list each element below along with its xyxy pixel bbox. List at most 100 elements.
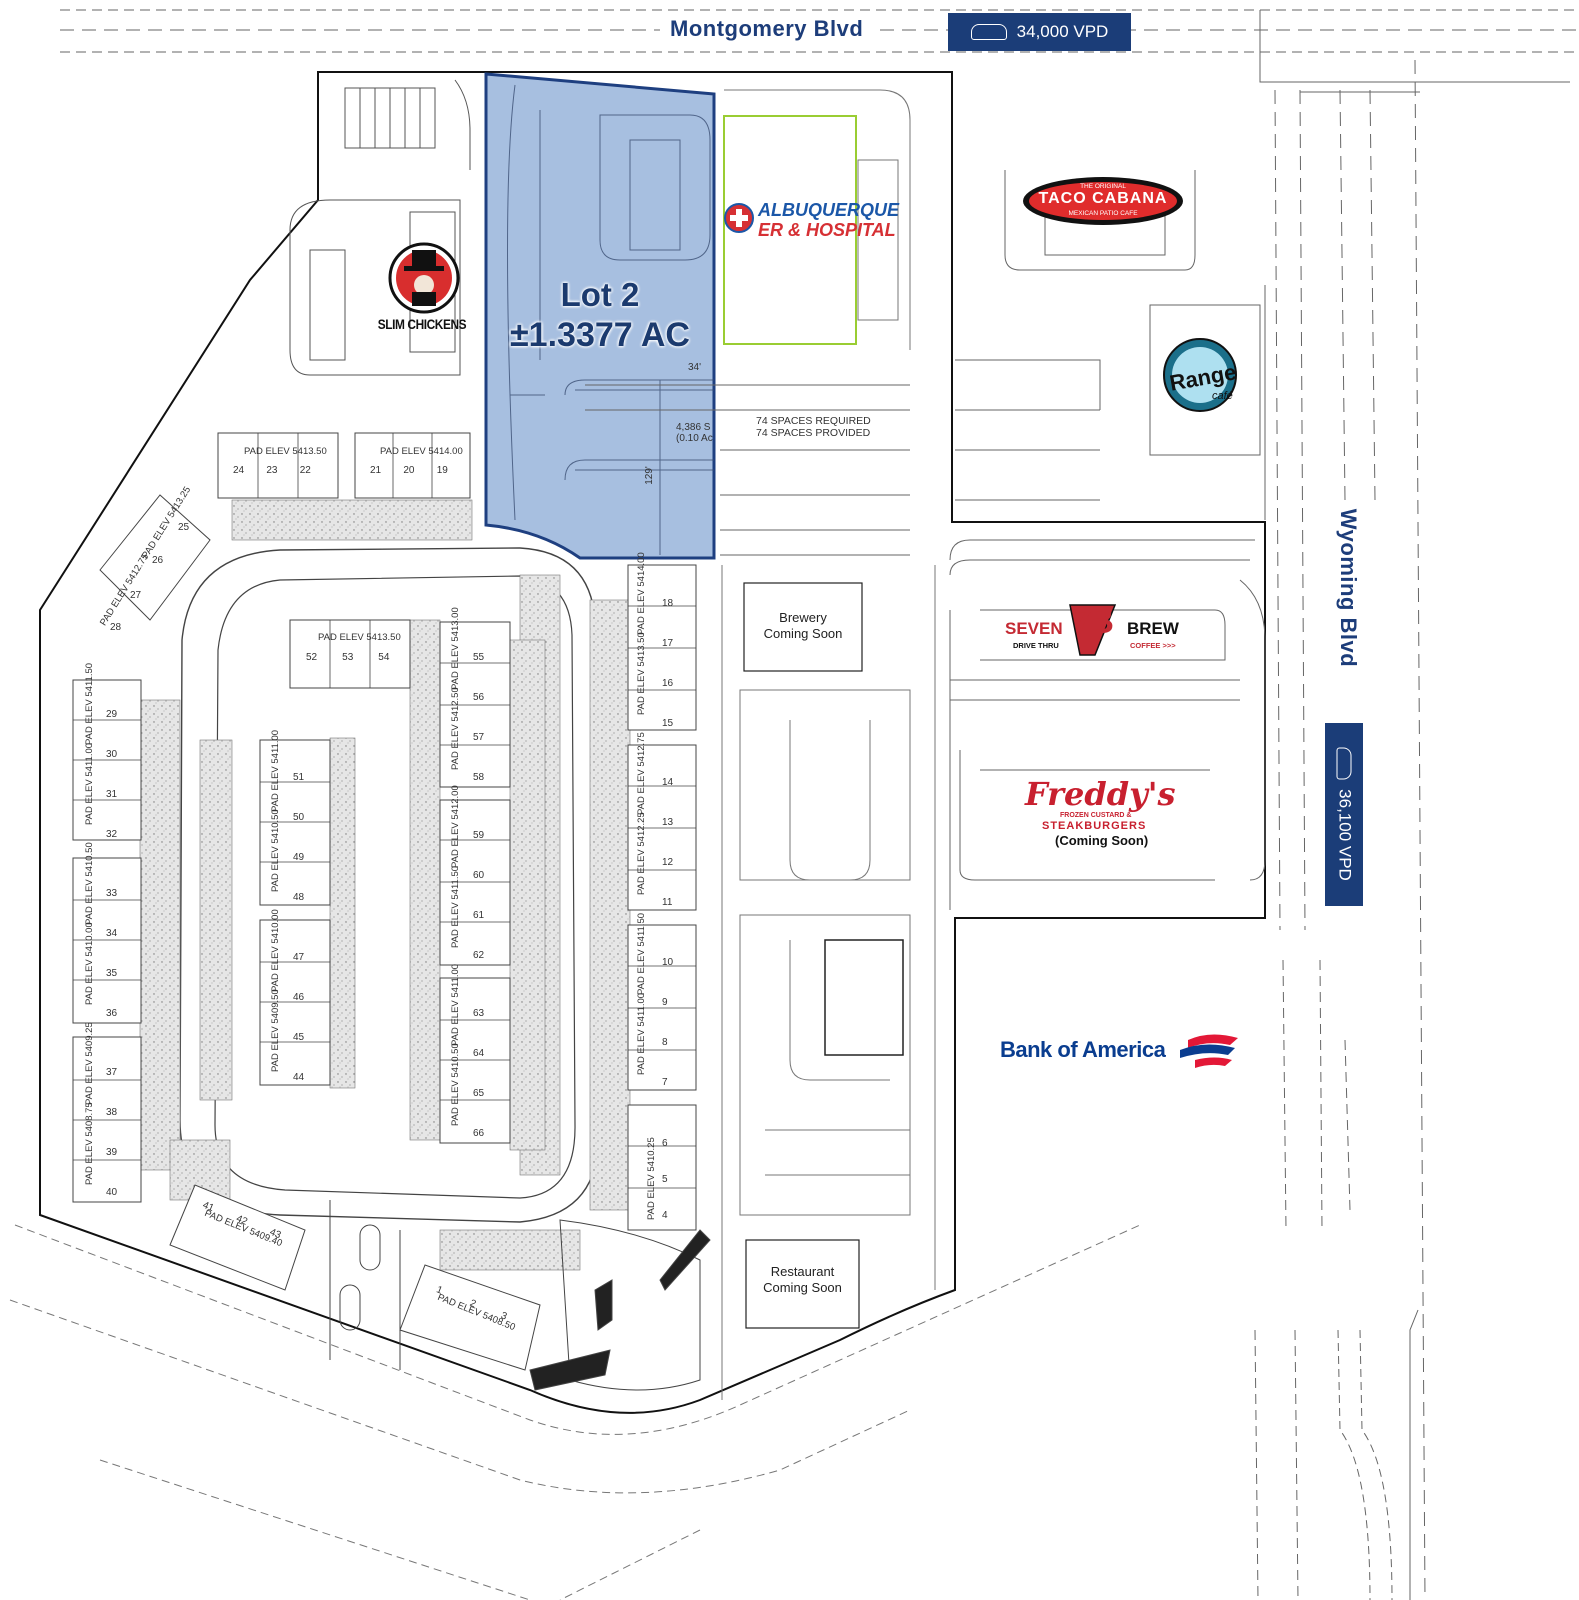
- freddys-label: Freddy's: [1025, 775, 1176, 813]
- pad-elev-61: PAD ELEV 5411.50: [450, 865, 461, 948]
- pad-numbers-21: 21 20 19: [370, 465, 448, 476]
- wyoming-vpd: 36,100 VPD: [1335, 789, 1355, 881]
- taco-cabana-label: TACO CABANA: [1038, 190, 1168, 207]
- pad-elev-49: PAD ELEV 5410.50: [270, 809, 281, 892]
- pad-elev-65: PAD ELEV 5410.50: [450, 1043, 461, 1126]
- er-name-line1: ALBUQUERQUE: [758, 200, 900, 220]
- ring-road: [179, 547, 599, 1223]
- pad-elev-5: PAD ELEV 5410.25: [646, 1137, 657, 1220]
- brewery-building: [743, 582, 863, 672]
- montgomery-traffic-badge: 34,000 VPD: [948, 13, 1131, 51]
- pad-elev-45: PAD ELEV 5409.50: [270, 989, 281, 1072]
- south-entry: [329, 1200, 711, 1391]
- slim-chickens-parcel: [289, 79, 471, 376]
- bank-of-america-label: Bank of America: [1000, 1037, 1166, 1062]
- restaurant-building: [745, 1239, 860, 1329]
- range-cafe-logo: [1163, 338, 1237, 412]
- townhome-pads: [72, 432, 697, 1371]
- brewery-label-1: Brewery: [779, 610, 827, 625]
- pad-elev-15: PAD ELEV 5413.50: [636, 632, 647, 715]
- pad-elev-37: PAD ELEV 5409.25: [84, 1022, 95, 1105]
- pad-elev-39: PAD ELEV 5408.75: [84, 1102, 95, 1185]
- pad-elev-7: PAD ELEV 5411.00: [636, 992, 647, 1075]
- pad-elev-59: PAD ELEV 5412.00: [450, 785, 461, 868]
- montgomery-blvd-label: Montgomery Blvd: [670, 16, 864, 41]
- seven-brew-left: SEVEN: [1005, 619, 1063, 638]
- seven-brew-coffee: COFFEE >>>: [1130, 641, 1176, 650]
- pad-elev-33: PAD ELEV 5410.50: [84, 842, 95, 925]
- parking-stalls-middle: [585, 384, 910, 556]
- lot-2-linework: [507, 84, 714, 555]
- er-cross-icon: [724, 203, 754, 233]
- pad-elev-13: PAD ELEV 5412.75: [636, 732, 647, 815]
- range-cafe-sub: café: [1212, 390, 1233, 402]
- taco-cabana-top: THE ORIGINAL: [1080, 183, 1126, 190]
- pad-elev-35: PAD ELEV 5410.00: [84, 922, 95, 1005]
- restaurant-label-1: Restaurant: [770, 1264, 835, 1279]
- south-road-lines: [9, 1224, 1141, 1600]
- middle-parking: [721, 565, 936, 1400]
- car-icon: [970, 24, 1007, 40]
- parking-provided: 74 SPACES PROVIDED: [756, 427, 871, 439]
- drive-thru-lanes: [949, 539, 1266, 910]
- pad-elev-29: PAD ELEV 5411.50: [84, 662, 95, 745]
- unit-numbers-28: 28: [110, 622, 122, 633]
- property-boundary: [39, 71, 1266, 1414]
- brewery-label-2: Coming Soon: [763, 626, 843, 641]
- pad-elev-11: PAD ELEV 5412.25: [636, 812, 647, 895]
- lot-dim-side: 129': [643, 466, 655, 485]
- pad-elev-21: PAD ELEV 5414.00: [380, 446, 463, 457]
- pad-elev-63: PAD ELEV 5411.00: [450, 963, 461, 1046]
- pad-elev-9: PAD ELEV 5411.50: [636, 912, 647, 995]
- pad-elev-55: PAD ELEV 5413.00: [450, 607, 461, 690]
- freddys-sub1: FROZEN CUSTARD &: [1060, 812, 1132, 819]
- unit-numbers-25: 25: [178, 522, 190, 533]
- seven-brew-num: 7B: [1072, 600, 1114, 641]
- unit-numbers-26: 26: [152, 555, 164, 566]
- pad-acres: (0.10 Ac: [676, 433, 713, 444]
- pad-area: 4,386 S: [676, 422, 711, 433]
- freddys-sub2: STEAKBURGERS: [1042, 820, 1147, 832]
- pad-elev-51: PAD ELEV 5411.00: [270, 729, 281, 812]
- lot-2-highlight: [484, 72, 716, 560]
- pad-elev-57: PAD ELEV 5412.50: [450, 687, 461, 770]
- slim-chickens-label: SLIM CHICKENS: [377, 316, 467, 332]
- landscape-strips: [139, 499, 631, 1271]
- car-icon: [1337, 747, 1352, 780]
- slim-chickens-logo: [388, 242, 460, 314]
- seven-brew-right: BREW: [1127, 619, 1179, 638]
- bank-of-america-flag-icon: [1180, 1034, 1238, 1068]
- taco-cabana-sub: MEXICAN PATIO CAFE: [1068, 210, 1138, 217]
- lot-2-name: Lot 2: [560, 276, 640, 313]
- pad-numbers-24: 24 23 22: [233, 465, 311, 476]
- pad-elev-24: PAD ELEV 5413.50: [244, 446, 327, 457]
- freddys-status: (Coming Soon): [1055, 833, 1149, 848]
- wyoming-blvd-label: Wyoming Blvd: [1336, 508, 1361, 668]
- pad-elev-17: PAD ELEV 5414.00: [636, 552, 647, 635]
- taco-cabana-logo: [1023, 177, 1183, 225]
- seven-brew-logo: [1069, 604, 1117, 656]
- unit-numbers-27: 27: [130, 590, 142, 601]
- wyoming-road-lines: [1254, 59, 1426, 1600]
- parking-required: 74 SPACES REQUIRED: [756, 415, 871, 427]
- montgomery-road-lines: [60, 9, 1579, 93]
- seven-brew-drive: DRIVE THRU: [1013, 641, 1059, 650]
- wyoming-traffic-badge: 36,100 VPD: [1325, 723, 1363, 906]
- pad-numbers-52: 52 53 54: [306, 652, 390, 663]
- pad-elev-31: PAD ELEV 5411.00: [84, 742, 95, 825]
- montgomery-vpd: 34,000 VPD: [1016, 22, 1109, 41]
- restaurant-label-2: Coming Soon: [763, 1280, 842, 1295]
- er-name-line2: ER & HOSPITAL: [758, 220, 896, 240]
- lot-2-acreage: ±1.3377 AC: [510, 316, 690, 354]
